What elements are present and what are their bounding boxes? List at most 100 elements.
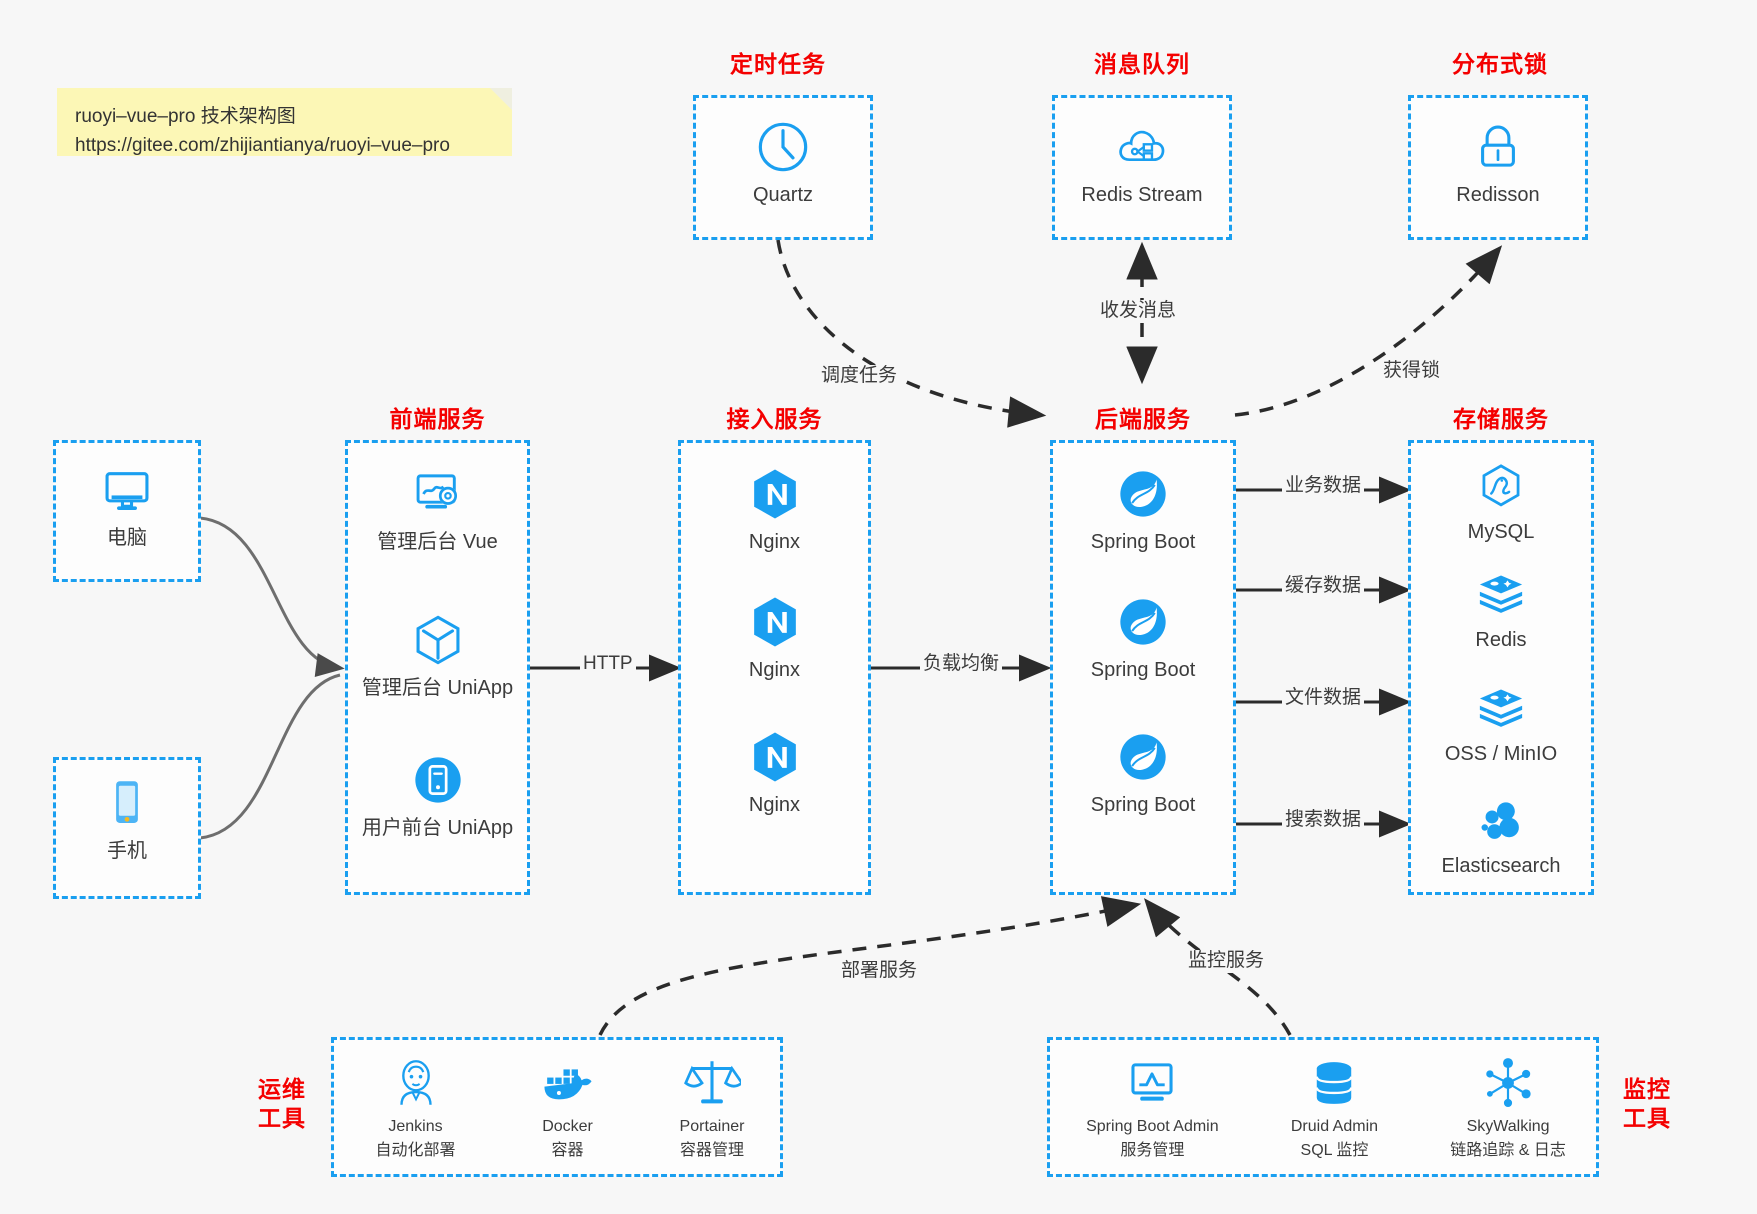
node-admin-uniapp[interactable]: 管理后台 UniApp xyxy=(348,611,527,701)
tool-druid-admin[interactable]: Druid Admin SQL 监控 xyxy=(1291,1054,1378,1160)
tool-name: Docker xyxy=(542,1118,593,1135)
node-computer[interactable]: 电脑 xyxy=(56,461,198,551)
monitor-title-line-1: 监控 xyxy=(1623,1076,1671,1102)
frontend-service-box[interactable]: 管理后台 Vue 管理后台 UniApp 用户前台 UniApp xyxy=(345,440,530,895)
lock-icon xyxy=(1481,125,1515,167)
distributed-lock-box[interactable]: Redisson xyxy=(1408,95,1588,240)
node-nginx-2[interactable]: Nginx xyxy=(681,593,868,683)
storage-service-box[interactable]: MySQL Redis OSS / MinIO xyxy=(1408,440,1594,895)
edge-label-business-data: 业务数据 xyxy=(1282,475,1365,498)
message-queue-box[interactable]: Redis Stream xyxy=(1052,95,1232,240)
tool-spring-boot-admin[interactable]: Spring Boot Admin 服务管理 xyxy=(1086,1054,1219,1160)
dashboard-gear-icon xyxy=(416,474,457,509)
jenkins-icon xyxy=(399,1060,432,1105)
client-box-computer[interactable]: 电脑 xyxy=(53,440,201,582)
node-label: 管理后台 Vue xyxy=(377,531,498,553)
spring-boot-icon xyxy=(1120,471,1166,517)
node-label: 管理后台 UniApp xyxy=(361,677,514,699)
monitor-tools-box[interactable]: Spring Boot Admin 服务管理 Druid Admin SQL 监… xyxy=(1047,1037,1599,1177)
node-label: Elasticsearch xyxy=(1441,855,1561,877)
node-user-uniapp[interactable]: 用户前台 UniApp xyxy=(348,751,527,841)
skywalking-icon xyxy=(1486,1058,1531,1108)
scheduled-task-box[interactable]: Quartz xyxy=(693,95,873,240)
node-label: Redisson xyxy=(1456,184,1540,206)
tool-desc: 服务管理 xyxy=(1120,1142,1185,1159)
tool-name: Jenkins xyxy=(388,1118,443,1135)
elasticsearch-icon xyxy=(1481,802,1519,839)
gateway-service-box[interactable]: Nginx Nginx Nginx xyxy=(678,440,871,895)
docker-icon xyxy=(543,1069,592,1100)
node-quartz[interactable]: Quartz xyxy=(696,118,870,208)
devops-tools-box[interactable]: Jenkins 自动化部署 Docker 容器 xyxy=(331,1037,783,1177)
section-title-devops: 运维 工具 xyxy=(252,1075,312,1133)
nginx-icon xyxy=(753,469,796,519)
desktop-computer-icon xyxy=(105,472,149,510)
edge-label-http: HTTP xyxy=(580,653,636,676)
tool-desc: SQL 监控 xyxy=(1300,1142,1369,1159)
node-redis[interactable]: Redis xyxy=(1411,569,1591,653)
node-label: Spring Boot xyxy=(1090,531,1196,553)
section-title-frontend: 前端服务 xyxy=(389,406,486,432)
node-nginx-1[interactable]: Nginx xyxy=(681,465,868,555)
node-redisson[interactable]: Redisson xyxy=(1411,118,1585,208)
note-line-1: ruoyi–vue–pro 技术架构图 xyxy=(75,106,296,127)
node-label: 手机 xyxy=(107,840,147,862)
tool-jenkins[interactable]: Jenkins 自动化部署 xyxy=(376,1054,456,1160)
tool-portainer[interactable]: Portainer 容器管理 xyxy=(679,1054,745,1160)
edge-label-monitor-service: 监控服务 xyxy=(1185,950,1268,973)
node-label: Nginx xyxy=(748,659,801,681)
node-spring-boot-3[interactable]: Spring Boot xyxy=(1053,728,1233,818)
edge-label-file-data: 文件数据 xyxy=(1282,687,1365,710)
scales-icon xyxy=(684,1061,741,1104)
tool-docker[interactable]: Docker 容器 xyxy=(539,1054,597,1160)
nginx-icon xyxy=(753,732,796,782)
section-title-distributed-lock: 分布式锁 xyxy=(1452,51,1548,77)
devops-title-line-2: 工具 xyxy=(258,1104,306,1131)
tool-name: Druid Admin xyxy=(1290,1118,1379,1135)
node-oss-minio[interactable]: OSS / MinIO xyxy=(1411,683,1591,767)
edge-label-acquire-lock: 获得锁 xyxy=(1380,360,1444,383)
section-title-storage: 存储服务 xyxy=(1453,406,1549,432)
node-phone[interactable]: 手机 xyxy=(56,774,198,864)
section-title-scheduled-task: 定时任务 xyxy=(730,51,826,77)
object-storage-icon xyxy=(1479,689,1523,727)
database-icon xyxy=(1316,1062,1353,1104)
tool-name: Spring Boot Admin xyxy=(1086,1118,1219,1135)
section-title-backend: 后端服务 xyxy=(1095,406,1191,432)
tool-desc: 自动化部署 xyxy=(375,1142,456,1159)
devops-title-line-1: 运维 xyxy=(258,1076,306,1102)
node-redis-stream[interactable]: Redis Stream xyxy=(1055,118,1229,208)
node-label: MySQL xyxy=(1467,521,1535,543)
note-fold-corner xyxy=(490,88,512,110)
mobile-phone-icon xyxy=(116,781,138,823)
backend-service-box[interactable]: Spring Boot Spring Boot Spring Boot xyxy=(1050,440,1236,895)
cube-icon xyxy=(416,615,459,665)
edge-label-send-receive-message: 收发消息 xyxy=(1097,300,1180,323)
node-label: Nginx xyxy=(748,794,801,816)
node-label: Nginx xyxy=(748,531,801,553)
node-mysql[interactable]: MySQL xyxy=(1411,461,1591,545)
section-title-gateway: 接入服务 xyxy=(726,406,823,432)
node-label: OSS / MinIO xyxy=(1444,743,1558,765)
tool-desc: 容器管理 xyxy=(680,1142,745,1159)
note-line-2: https://gitee.com/zhijiantianya/ruoyi–vu… xyxy=(75,135,450,157)
node-nginx-3[interactable]: Nginx xyxy=(681,728,868,818)
tool-desc: 链路追踪 & 日志 xyxy=(1450,1142,1566,1159)
node-label: Spring Boot xyxy=(1090,794,1196,816)
tool-desc: 容器 xyxy=(551,1142,584,1159)
node-spring-boot-2[interactable]: Spring Boot xyxy=(1053,593,1233,683)
spring-boot-icon xyxy=(1120,734,1166,780)
node-admin-vue[interactable]: 管理后台 Vue xyxy=(348,465,527,555)
clock-icon xyxy=(758,122,808,172)
redis-icon xyxy=(1479,575,1523,613)
node-label: Quartz xyxy=(752,184,814,206)
mysql-icon xyxy=(1482,464,1520,507)
node-spring-boot-1[interactable]: Spring Boot xyxy=(1053,465,1233,555)
tool-name: Portainer xyxy=(679,1118,745,1135)
edge-label-deploy-service: 部署服务 xyxy=(838,960,921,983)
node-elasticsearch[interactable]: Elasticsearch xyxy=(1411,795,1591,879)
client-box-phone[interactable]: 手机 xyxy=(53,757,201,899)
tool-skywalking[interactable]: SkyWalking 链路追踪 & 日志 xyxy=(1450,1054,1566,1160)
edge-label-search-data: 搜索数据 xyxy=(1282,809,1365,832)
nginx-icon xyxy=(753,597,796,647)
